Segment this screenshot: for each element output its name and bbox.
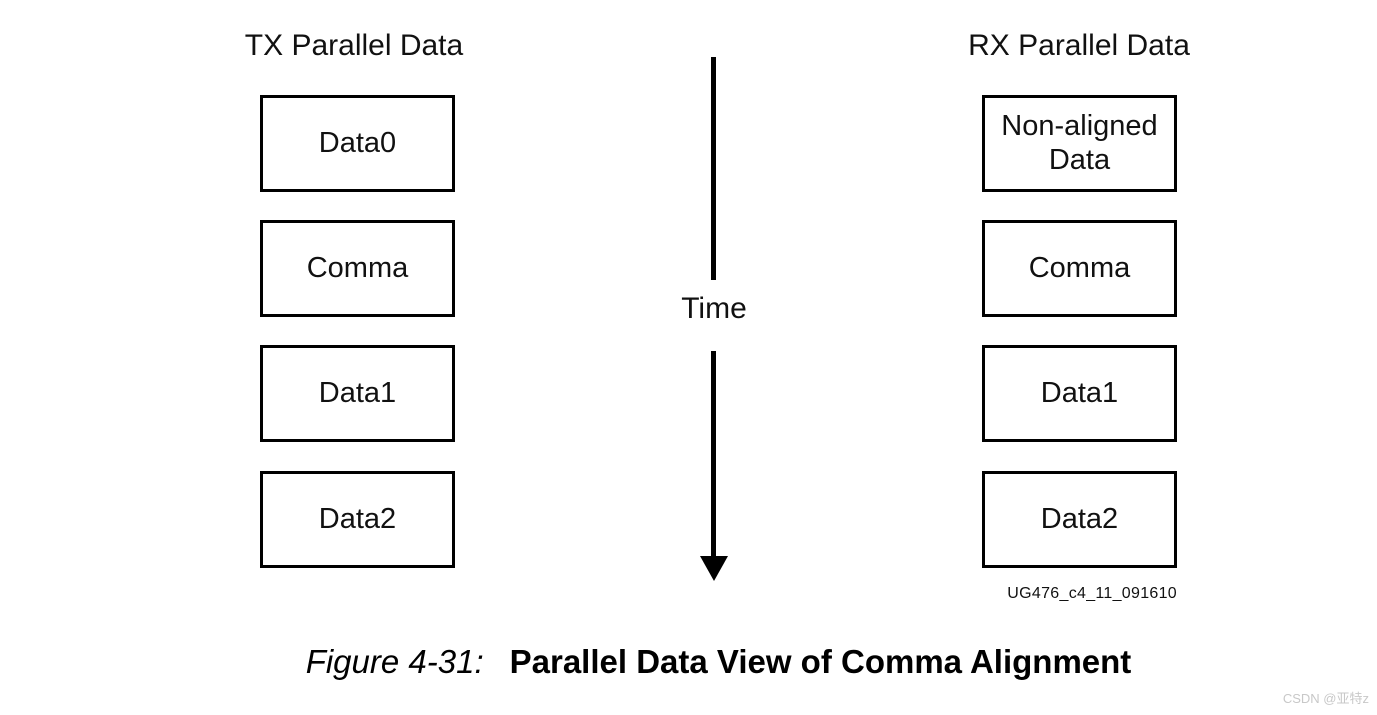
- csdn-watermark: CSDN @亚特z: [1282, 691, 1369, 706]
- rx-box-nonaligned: Non-aligned Data: [982, 95, 1177, 192]
- time-arrow-upper-segment: [711, 57, 716, 280]
- rx-column-title: RX Parallel Data: [968, 29, 1190, 62]
- tx-box-data1: Data1: [260, 345, 455, 442]
- tx-box-comma-label: Comma: [306, 251, 409, 284]
- tx-box-data0-label: Data0: [318, 126, 397, 159]
- tx-box-data2: Data2: [260, 471, 455, 568]
- figure-caption-label: Figure 4-31:: [305, 643, 484, 680]
- time-arrow-lower-segment: [711, 351, 716, 557]
- tx-column-title: TX Parallel Data: [244, 29, 464, 62]
- rx-box-data1: Data1: [982, 345, 1177, 442]
- tx-box-data1-label: Data1: [318, 376, 397, 409]
- time-axis-label: Time: [681, 292, 747, 325]
- rx-box-data1-label: Data1: [1040, 376, 1119, 409]
- rx-box-data2-label: Data2: [1040, 502, 1119, 535]
- rx-box-data2: Data2: [982, 471, 1177, 568]
- tx-box-comma: Comma: [260, 220, 455, 317]
- rx-box-comma: Comma: [982, 220, 1177, 317]
- tx-box-data2-label: Data2: [318, 502, 397, 535]
- tx-box-data0: Data0: [260, 95, 455, 192]
- rx-box-nonaligned-label: Non-aligned Data: [1001, 110, 1158, 176]
- figure-caption-title: Parallel Data View of Comma Alignment: [509, 643, 1132, 680]
- figure-image-id: UG476_c4_11_091610: [1007, 585, 1177, 602]
- arrow-down-icon: [700, 556, 728, 581]
- rx-box-comma-label: Comma: [1028, 251, 1131, 284]
- figure-caption: Figure 4-31: Parallel Data View of Comma …: [60, 642, 1377, 682]
